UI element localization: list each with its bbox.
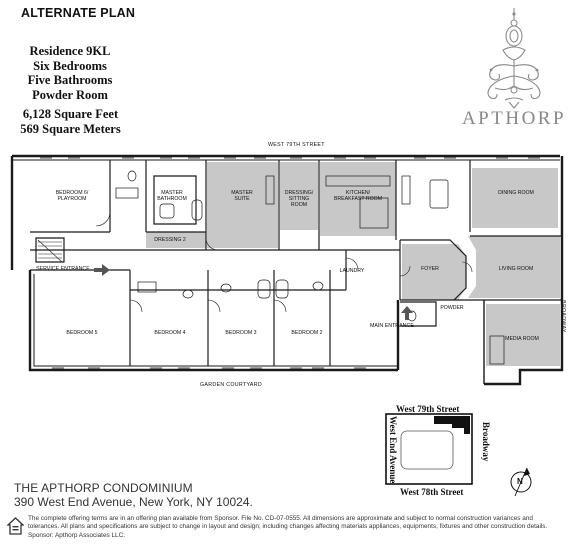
logo-wordmark: APTHORP bbox=[461, 108, 567, 129]
square-meters: 569 Square Meters bbox=[20, 121, 121, 136]
media-fill bbox=[486, 304, 560, 366]
square-feet: 6,128 Square Feet bbox=[22, 107, 119, 121]
walls bbox=[10, 154, 564, 386]
plan-title: ALTERNATE PLAN bbox=[21, 6, 136, 20]
compass-rose bbox=[510, 467, 532, 497]
residence-details: Residence 9KL Six Bedrooms Five Bathroom… bbox=[22, 44, 118, 102]
keymap-west-end-avenue: West End Avenue bbox=[388, 416, 398, 484]
room-dressing-sitting: DRESSING/ SITTING ROOM bbox=[284, 190, 314, 209]
service-entrance-arrow bbox=[94, 264, 110, 276]
room-foyer: FOYER bbox=[421, 266, 439, 272]
equal-housing-icon bbox=[7, 517, 24, 535]
room-master-bathroom: MASTER BATHROOM bbox=[157, 190, 187, 203]
dressing2-fill bbox=[146, 232, 206, 248]
room-media: MEDIA ROOM bbox=[505, 336, 539, 342]
legal-disclaimer: The complete offering terms are in an of… bbox=[28, 515, 548, 539]
keymap-west-78th: West 78th Street bbox=[400, 487, 464, 497]
room-bedroom-5: BEDROOM 5 bbox=[66, 330, 98, 336]
compass-north-label: N bbox=[517, 477, 523, 486]
foyer-fill bbox=[402, 244, 466, 300]
room-bedroom-6: BEDROOM 6/ PLAYROOM bbox=[55, 190, 89, 203]
condominium-address: 390 West End Avenue, New York, NY 10024. bbox=[14, 495, 253, 509]
room-bedroom-4: BEDROOM 4 bbox=[154, 330, 186, 336]
bathroom-count: Five Bathrooms bbox=[27, 73, 113, 87]
service-entrance-label: SERVICE ENTRANCE bbox=[36, 266, 90, 272]
highlighted-rooms bbox=[146, 162, 560, 366]
keymap-broadway: Broadway bbox=[481, 422, 491, 462]
keymap-west-79th: West 79th Street bbox=[396, 404, 460, 414]
street-broadway: BROADWAY bbox=[560, 300, 566, 333]
kitchen-fill bbox=[320, 162, 396, 236]
garden-courtyard-label: GARDEN COURTYARD bbox=[200, 382, 262, 388]
residence-number: Residence 9KL bbox=[29, 44, 111, 58]
dressing-sitting-fill bbox=[280, 162, 318, 230]
master-suite-fill bbox=[207, 162, 278, 248]
room-bedroom-3: BEDROOM 3 bbox=[225, 330, 257, 336]
area-details: 6,128 Square Feet 569 Square Meters bbox=[18, 107, 123, 136]
main-entrance-label: MAIN ENTRANCE bbox=[370, 323, 414, 329]
bedroom-count: Six Bedrooms bbox=[33, 58, 107, 73]
apthorp-logo bbox=[487, 8, 541, 109]
main-entrance-arrow bbox=[401, 306, 413, 320]
key-map bbox=[385, 413, 473, 485]
room-living: LIVING ROOM bbox=[498, 266, 534, 272]
room-dining: DINING ROOM bbox=[498, 190, 534, 196]
condominium-name: THE APTHORP CONDOMINIUM bbox=[14, 481, 193, 495]
room-dressing-2: DRESSING 2 bbox=[154, 237, 186, 243]
room-powder: POWDER bbox=[440, 305, 464, 311]
room-bedroom-2: BEDROOM 2 bbox=[291, 330, 323, 336]
street-west-79th: WEST 79TH STREET bbox=[268, 142, 325, 148]
room-kitchen: KITCHEN/ BREAKFAST ROOM bbox=[333, 190, 383, 203]
powder-room-count: Powder Room bbox=[32, 87, 108, 102]
room-master-suite: MASTER SUITE bbox=[231, 190, 253, 203]
living-fill bbox=[468, 236, 560, 298]
room-laundry: LAUNDRY bbox=[339, 268, 365, 274]
dining-fill bbox=[472, 168, 558, 228]
